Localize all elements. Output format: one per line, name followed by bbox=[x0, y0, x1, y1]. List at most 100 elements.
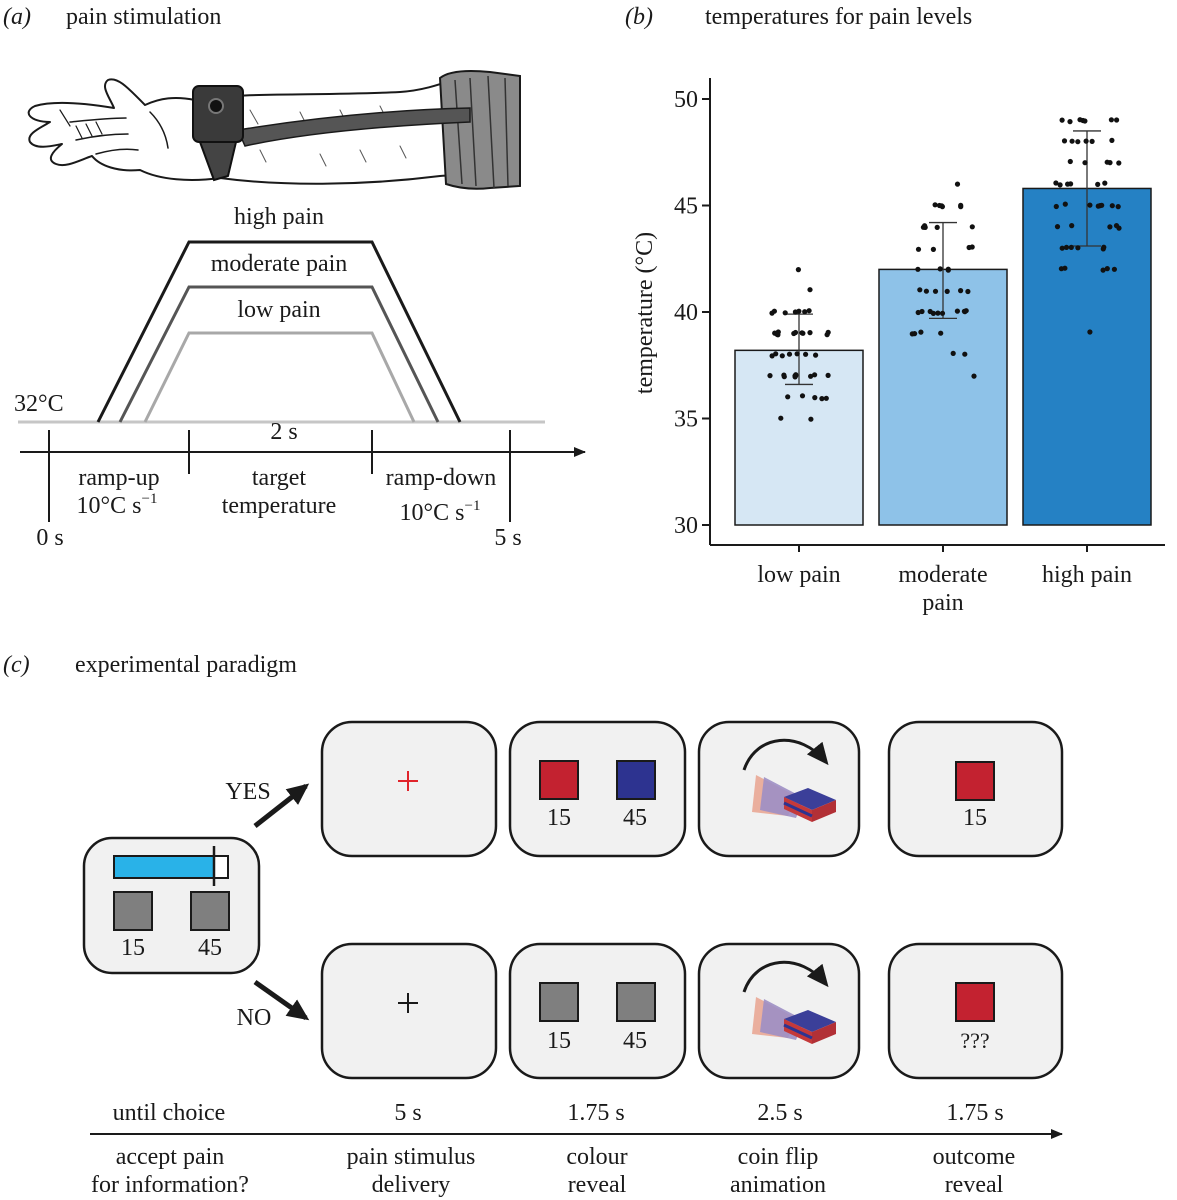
duration-colour: 1.75 s bbox=[567, 1100, 624, 1126]
data-point bbox=[1108, 117, 1114, 123]
data-point bbox=[1082, 118, 1088, 124]
fixation-cross-red bbox=[398, 771, 418, 791]
data-point bbox=[937, 266, 943, 272]
data-point bbox=[1057, 182, 1063, 188]
data-point bbox=[932, 202, 938, 208]
data-point bbox=[1075, 245, 1081, 251]
phase-outcome-1: outcome bbox=[933, 1144, 1016, 1170]
data-point bbox=[934, 224, 940, 230]
data-point bbox=[819, 396, 825, 402]
time-end-label: 5 s bbox=[494, 525, 521, 551]
data-point bbox=[962, 351, 968, 357]
data-point bbox=[939, 310, 946, 316]
yes-colour-left-value: 15 bbox=[547, 805, 571, 831]
target-label-1: target bbox=[252, 465, 307, 491]
duration-stimulus: 5 s bbox=[394, 1100, 421, 1126]
y-tick-label: 40 bbox=[674, 300, 698, 326]
low-pain-label: low pain bbox=[237, 297, 320, 323]
data-point bbox=[812, 395, 818, 401]
data-point bbox=[915, 309, 921, 316]
thermode-cable bbox=[236, 107, 471, 147]
data-point bbox=[1104, 266, 1110, 272]
data-point bbox=[1059, 245, 1065, 251]
phase-stimulus-1: pain stimulus bbox=[347, 1144, 476, 1170]
data-point bbox=[813, 352, 819, 358]
data-point bbox=[917, 287, 923, 293]
yes-label: YES bbox=[225, 779, 270, 805]
data-point bbox=[930, 246, 937, 252]
phase-stimulus-2: delivery bbox=[372, 1172, 451, 1198]
data-point bbox=[774, 331, 780, 337]
data-point bbox=[1067, 119, 1073, 125]
no-colour-left-value: 15 bbox=[547, 1028, 571, 1054]
data-point bbox=[944, 288, 950, 294]
data-point bbox=[795, 267, 802, 273]
data-point bbox=[807, 330, 813, 336]
data-point bbox=[793, 373, 799, 379]
data-point bbox=[1075, 139, 1081, 145]
x-tick-label: pain bbox=[922, 590, 963, 616]
duration-coinflip: 2.5 s bbox=[757, 1100, 802, 1126]
data-point bbox=[1107, 224, 1113, 230]
high-pain-profile bbox=[96, 240, 462, 423]
high-pain-label: high pain bbox=[234, 204, 324, 230]
duration-outcome: 1.75 s bbox=[946, 1100, 1003, 1126]
data-point bbox=[1099, 202, 1105, 208]
data-point bbox=[1069, 138, 1075, 144]
data-point bbox=[1053, 203, 1059, 210]
data-point bbox=[1054, 224, 1061, 230]
data-point bbox=[792, 329, 799, 336]
coin-flip-icon bbox=[742, 738, 836, 822]
data-point bbox=[825, 372, 831, 378]
panel-a-title: pain stimulation bbox=[66, 4, 221, 30]
y-tick-label: 50 bbox=[674, 87, 698, 113]
fixation-cross-black bbox=[398, 993, 418, 1013]
thermode-icon bbox=[192, 85, 244, 143]
data-point bbox=[812, 372, 818, 378]
time-start-label: 0 s bbox=[36, 525, 63, 551]
data-point bbox=[1062, 265, 1068, 271]
phase-choice-2: for information? bbox=[91, 1172, 249, 1198]
data-point bbox=[945, 266, 951, 272]
phase-coinflip-2: animation bbox=[730, 1172, 826, 1198]
data-point bbox=[1068, 244, 1074, 250]
x-tick-label: low pain bbox=[757, 562, 840, 588]
data-point bbox=[954, 308, 961, 314]
data-point bbox=[915, 266, 921, 272]
yes-colour-right-square bbox=[616, 760, 656, 800]
data-point bbox=[950, 350, 956, 356]
data-point bbox=[825, 329, 831, 335]
data-point bbox=[1113, 223, 1120, 229]
data-point bbox=[1068, 181, 1074, 187]
data-point bbox=[909, 331, 915, 337]
data-point bbox=[1095, 181, 1101, 187]
no-label: NO bbox=[237, 1005, 272, 1031]
temperature-profiles bbox=[18, 240, 545, 424]
data-point bbox=[969, 244, 975, 250]
panel-a-letter: (a) bbox=[3, 4, 31, 30]
choice-left-value: 15 bbox=[121, 935, 145, 961]
duration-choice: until choice bbox=[113, 1100, 226, 1126]
info-bar bbox=[113, 855, 229, 879]
data-point bbox=[782, 310, 788, 316]
bar-2 bbox=[1022, 187, 1152, 526]
yes-outcome-square bbox=[955, 761, 995, 801]
data-point bbox=[808, 416, 814, 422]
data-point bbox=[958, 288, 964, 294]
data-point bbox=[1077, 117, 1083, 123]
data-point bbox=[962, 309, 968, 315]
low-pain-profile bbox=[143, 331, 416, 423]
data-point bbox=[923, 288, 930, 294]
data-point bbox=[1069, 223, 1075, 229]
data-point bbox=[1087, 202, 1093, 208]
data-point bbox=[773, 351, 779, 357]
data-point bbox=[794, 351, 800, 357]
data-point bbox=[971, 373, 977, 379]
phase-colour-1: colour bbox=[566, 1144, 627, 1170]
no-colour-screen bbox=[508, 942, 687, 1080]
ramp-up-label: ramp-up bbox=[78, 465, 159, 491]
data-point bbox=[936, 202, 943, 209]
baseline-temp-label: 32°C bbox=[14, 391, 64, 417]
data-point bbox=[935, 310, 941, 316]
panel-b-letter: (b) bbox=[625, 4, 653, 30]
